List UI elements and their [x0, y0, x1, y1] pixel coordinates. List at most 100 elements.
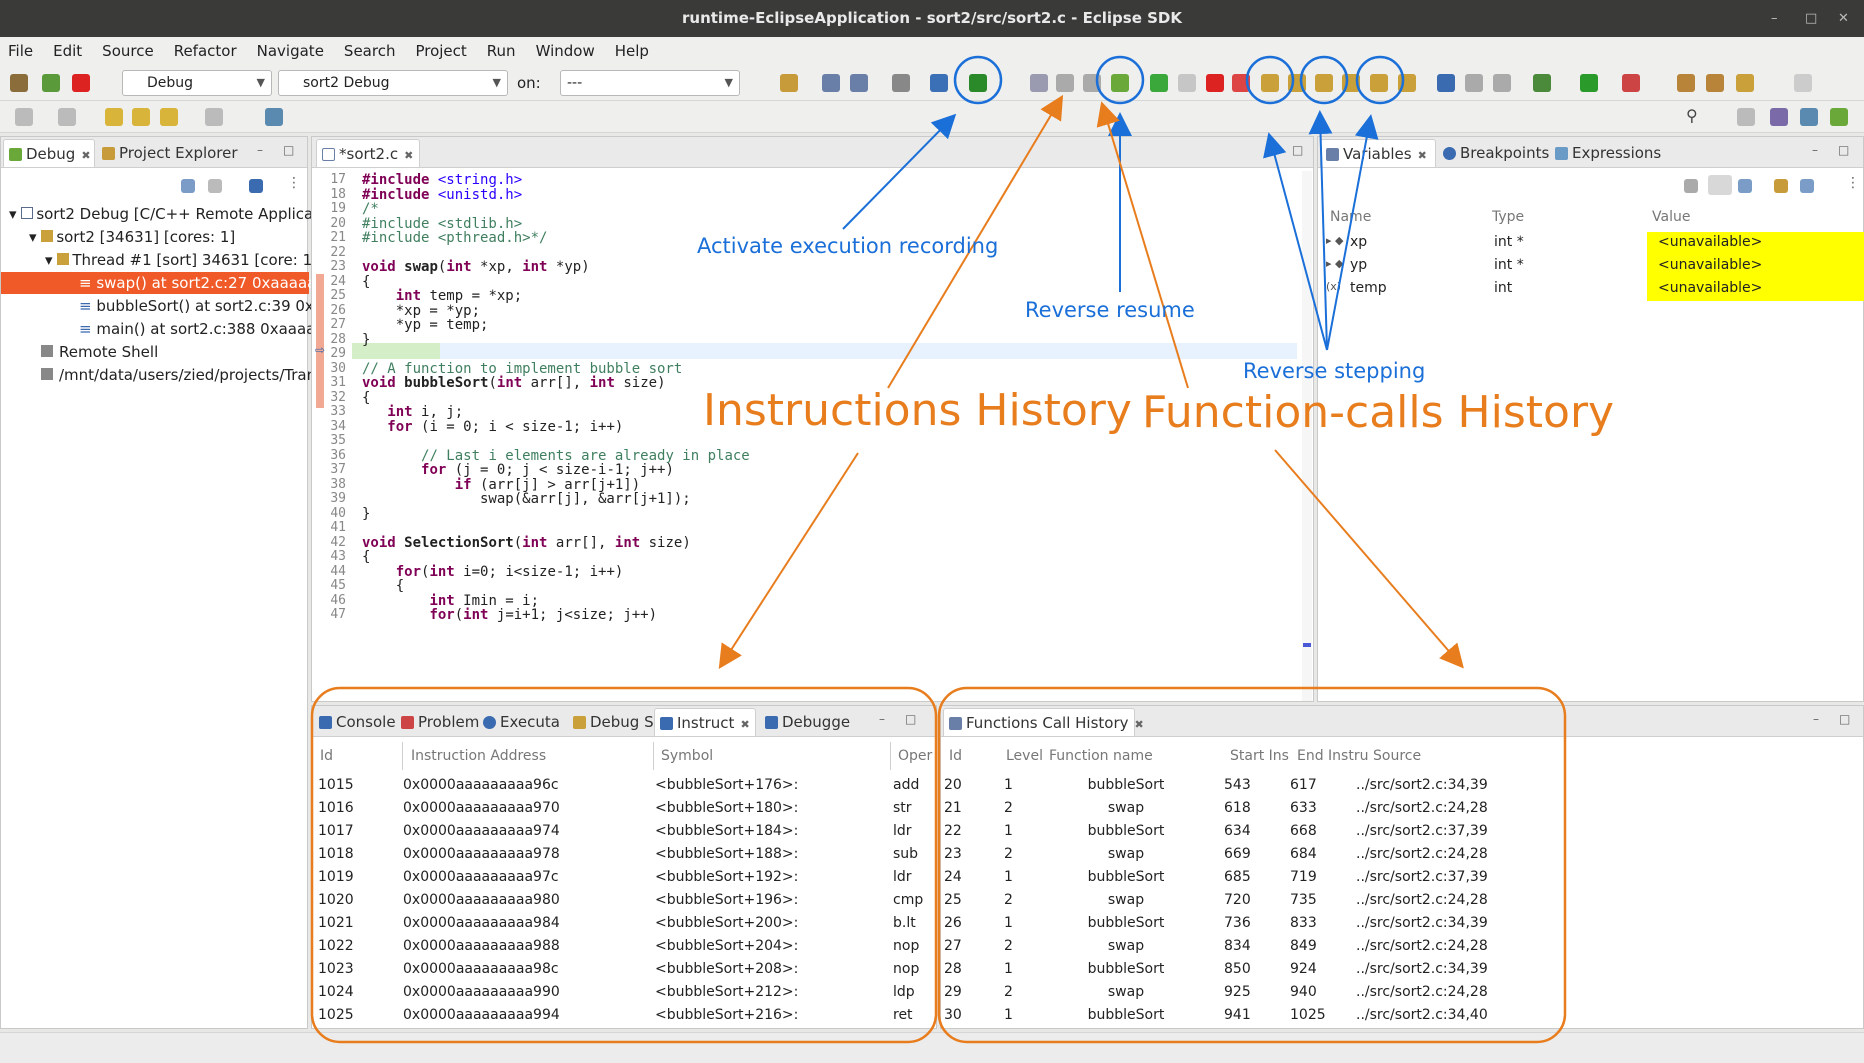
menu-search[interactable]: Search [343, 42, 396, 60]
prev-annotation-icon[interactable] [105, 108, 123, 126]
disconnect-icon[interactable] [1232, 74, 1250, 92]
menu-window[interactable]: Window [535, 42, 595, 60]
close-icon[interactable]: ✖ [740, 718, 750, 731]
terminate-icon[interactable] [72, 74, 90, 92]
debug-perspective-icon[interactable] [1830, 108, 1848, 126]
reverse-resume-icon[interactable] [1111, 74, 1129, 92]
search-icon[interactable]: ⚲ [1686, 106, 1698, 125]
open-type-icon[interactable] [1677, 74, 1695, 92]
save-icon[interactable] [822, 74, 840, 92]
tree-item-thread[interactable]: ▾ Thread #1 [sort] 34631 [core: 1] (Su [45, 251, 348, 269]
tab-problems[interactable]: Problem [396, 708, 479, 736]
maximize-icon[interactable]: □ [1805, 11, 1818, 26]
menu-navigate[interactable]: Navigate [256, 42, 324, 60]
pointer-variable-icon[interactable]: ▸ ◆ [1326, 257, 1344, 270]
search-tools-icon[interactable] [1736, 74, 1754, 92]
column-header-symbol[interactable]: Symbol [661, 748, 714, 764]
debug-launch-icon[interactable] [42, 74, 60, 92]
column-header-source[interactable]: Source [1373, 748, 1422, 764]
stop-icon[interactable] [1206, 74, 1224, 92]
column-header-level[interactable]: Level [1006, 748, 1043, 764]
menu-project[interactable]: Project [415, 42, 467, 60]
record-execution-icon[interactable] [969, 74, 987, 92]
reverse-step-over-icon[interactable] [1315, 74, 1333, 92]
tab-executables[interactable]: Executa [478, 708, 564, 736]
column-header-opcode[interactable]: Oper [898, 748, 933, 764]
back-icon[interactable] [160, 108, 178, 126]
export-icon[interactable] [1800, 179, 1814, 193]
toggle-icon[interactable] [1493, 74, 1511, 92]
pin-icon[interactable] [265, 108, 283, 126]
remove-terminated-icon[interactable] [208, 179, 222, 193]
column-header-value[interactable]: Value [1652, 209, 1691, 225]
close-icon[interactable]: ✖ [1134, 718, 1144, 731]
menu-run[interactable]: Run [486, 42, 516, 60]
pen-icon[interactable] [1794, 74, 1812, 92]
tab-console[interactable]: Console [314, 708, 396, 736]
run-icon[interactable] [1580, 74, 1598, 92]
minimize-icon[interactable]: – [879, 712, 885, 726]
minimize-icon[interactable]: – [1771, 11, 1778, 26]
nav-icon[interactable] [15, 108, 33, 126]
column-header-address[interactable]: Instruction Address [411, 748, 547, 764]
tab-expressions[interactable]: Expressions [1550, 139, 1661, 167]
menu-refactor[interactable]: Refactor [173, 42, 237, 60]
logical-structure-icon[interactable] [1708, 175, 1732, 195]
column-header-name[interactable]: Name [1330, 209, 1372, 225]
open-resource-icon[interactable] [1706, 74, 1724, 92]
maximize-icon[interactable]: □ [1292, 143, 1304, 157]
column-header-type[interactable]: Type [1492, 209, 1525, 225]
close-icon[interactable]: ✕ [1838, 11, 1849, 26]
tree-item-frame[interactable]: ≡ bubbleSort() at sort2.c:39 0xaaa [79, 295, 341, 317]
menu-file[interactable]: File [8, 42, 34, 60]
minimize-icon[interactable]: – [1812, 143, 1818, 157]
open-perspective-icon[interactable] [1737, 108, 1755, 126]
tree-item-remote-shell[interactable]: Remote Shell [41, 341, 158, 363]
save-all-icon[interactable] [850, 74, 868, 92]
reverse-step-return-icon[interactable] [1370, 74, 1388, 92]
forward-icon[interactable] [205, 108, 223, 126]
pointer-variable-icon[interactable]: ▸ ◆ [1326, 234, 1344, 247]
column-header-id[interactable]: Id [949, 748, 963, 764]
tab-sort2-c[interactable]: *sort2.c✖ [316, 139, 420, 167]
close-icon[interactable]: ✖ [1417, 149, 1427, 162]
open-terminal-icon[interactable] [892, 74, 910, 92]
maximize-icon[interactable]: □ [905, 712, 917, 726]
source-code[interactable]: #include <string.h> #include <unistd.h> … [362, 172, 750, 623]
column-divider[interactable] [890, 742, 891, 770]
view-menu-icon[interactable]: ⋮ [287, 175, 301, 191]
maximize-icon[interactable]: □ [1839, 712, 1851, 726]
column-header-id[interactable]: Id [320, 748, 334, 764]
tab-breakpoints[interactable]: Breakpoints [1438, 139, 1549, 167]
resource-perspective-icon[interactable] [1800, 108, 1818, 126]
maximize-icon[interactable]: □ [283, 143, 295, 157]
coverage-icon[interactable] [1622, 74, 1640, 92]
menu-edit[interactable]: Edit [53, 42, 83, 60]
tree-item-frame-selected[interactable]: ≡ swap() at sort2.c:27 0xaaaaaaaa [1, 272, 344, 294]
minimize-icon[interactable]: – [257, 143, 263, 157]
type-names-icon[interactable] [1684, 179, 1698, 193]
column-divider[interactable] [402, 742, 403, 770]
column-header-end-instruction[interactable]: End Instru [1297, 748, 1369, 764]
tree-item-process[interactable]: ▾ sort2 [34631] [cores: 1] [29, 228, 236, 246]
suspend-icon[interactable] [1178, 74, 1196, 92]
launch-mode-select[interactable]: Debug▼ [122, 70, 272, 96]
menu-help[interactable]: Help [614, 42, 649, 60]
